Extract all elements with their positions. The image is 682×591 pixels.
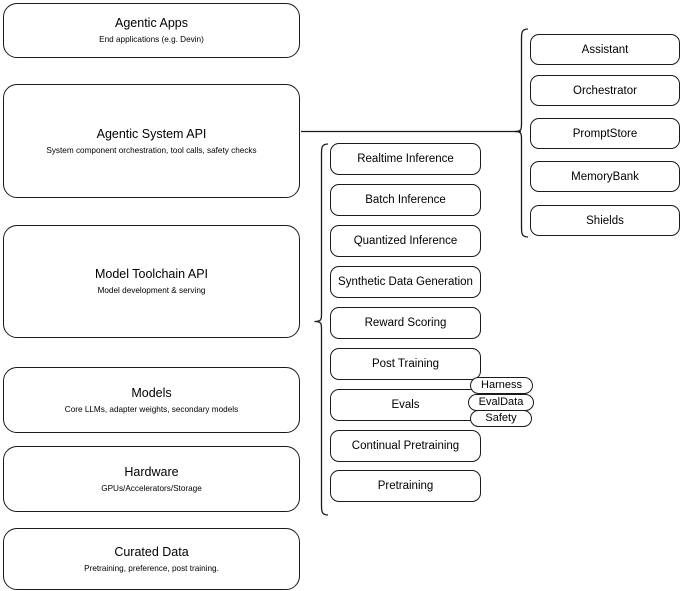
- evals-tag-safety[interactable]: Safety: [470, 410, 532, 427]
- layer-box-curated-data[interactable]: Curated Data Pretraining, preference, po…: [3, 528, 300, 590]
- layer-subtitle: Model development & serving: [97, 286, 206, 295]
- component-box-memorybank[interactable]: MemoryBank: [530, 161, 680, 192]
- component-label: MemoryBank: [571, 170, 639, 183]
- evals-tag-harness[interactable]: Harness: [470, 377, 533, 394]
- capability-label: Batch Inference: [365, 194, 446, 206]
- capability-box-evals[interactable]: Evals: [330, 389, 481, 421]
- layer-subtitle: Core LLMs, adapter weights, secondary mo…: [64, 404, 239, 414]
- capability-box-quantized-inference[interactable]: Quantized Inference: [330, 225, 481, 257]
- component-label: PromptStore: [572, 127, 638, 140]
- capability-box-realtime-inference[interactable]: Realtime Inference: [330, 143, 481, 175]
- layer-title: Agentic Apps: [115, 16, 188, 30]
- capability-label: Reward Scoring: [364, 317, 447, 329]
- layer-box-hardware[interactable]: Hardware GPUs/Accelerators/Storage: [3, 446, 300, 512]
- layer-subtitle: System component orchestration, tool cal…: [46, 145, 257, 155]
- component-label: Orchestrator: [573, 84, 637, 97]
- layer-box-model-toolchain-api[interactable]: Model Toolchain API Model development & …: [3, 225, 300, 338]
- capability-label: Synthetic Data Generation: [338, 276, 473, 288]
- capability-label: Continual Pretraining: [351, 440, 460, 452]
- layer-box-agentic-system-api[interactable]: Agentic System API System component orch…: [3, 84, 300, 198]
- capability-box-continual-pretraining[interactable]: Continual Pretraining: [330, 430, 481, 462]
- capability-box-batch-inference[interactable]: Batch Inference: [330, 184, 481, 216]
- capability-box-synthetic-data-generation[interactable]: Synthetic Data Generation: [330, 266, 481, 298]
- capability-box-reward-scoring[interactable]: Reward Scoring: [330, 307, 481, 339]
- component-label: Assistant: [581, 43, 629, 56]
- layer-subtitle: GPUs/Accelerators/Storage: [101, 483, 202, 493]
- capability-label: Evals: [391, 399, 420, 411]
- component-label: Shields: [586, 214, 624, 227]
- layer-title: Hardware: [124, 464, 179, 479]
- component-box-orchestrator[interactable]: Orchestrator: [530, 75, 680, 106]
- evals-tag-evaldata[interactable]: EvalData: [468, 394, 534, 411]
- brace-toolchain-capabilities: [314, 143, 329, 516]
- brace-agentic-components: [514, 28, 529, 238]
- capability-label: Quantized Inference: [353, 235, 458, 247]
- layer-title: Agentic System API: [96, 126, 207, 141]
- capability-box-pretraining[interactable]: Pretraining: [330, 470, 481, 502]
- capability-box-post-training[interactable]: Post Training: [330, 348, 481, 380]
- component-box-shields[interactable]: Shields: [530, 205, 680, 236]
- component-box-promptstore[interactable]: PromptStore: [530, 118, 680, 149]
- layer-title: Models: [131, 385, 172, 400]
- layer-box-agentic-apps[interactable]: Agentic Apps End applications (e.g. Devi…: [3, 3, 300, 58]
- layer-subtitle: End applications (e.g. Devin): [99, 35, 204, 44]
- capability-label: Pretraining: [377, 480, 434, 492]
- layer-title: Curated Data: [114, 544, 189, 559]
- capability-label: Realtime Inference: [357, 153, 454, 165]
- layer-box-models[interactable]: Models Core LLMs, adapter weights, secon…: [3, 367, 300, 433]
- capability-label: Post Training: [371, 358, 440, 370]
- layer-title: Model Toolchain API: [94, 267, 209, 281]
- component-box-assistant[interactable]: Assistant: [530, 34, 680, 65]
- layer-subtitle: Pretraining, preference, post training.: [84, 563, 219, 573]
